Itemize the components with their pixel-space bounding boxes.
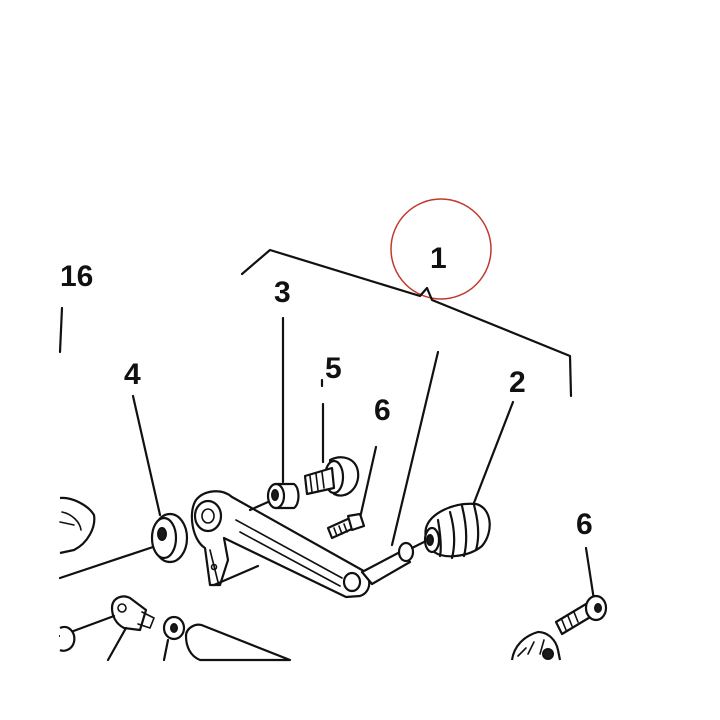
partial-housing-right: [510, 630, 562, 661]
callout-3: 3: [274, 276, 291, 309]
callout-5: 5: [325, 352, 342, 385]
assembly-bracket: [240, 248, 573, 398]
highlight-circle: [390, 198, 492, 300]
leader-lines: [58, 306, 596, 602]
shaft: [58, 540, 170, 580]
callout-1: 1: [430, 242, 447, 275]
callout-6-upper: 6: [374, 394, 391, 427]
callout-2: 2: [509, 366, 526, 399]
part-5-pivot-pin: [303, 456, 360, 497]
rod: [360, 536, 434, 586]
part-6-screw-upper: [326, 512, 366, 540]
callout-6-lower: 6: [576, 508, 593, 541]
part-16-body: [59, 496, 96, 555]
part-3-bushing: [248, 482, 300, 512]
part-2-boot: [423, 502, 491, 560]
part-4-washer: [150, 512, 189, 564]
lower-linkage-parts: [58, 595, 292, 662]
callout-16: 16: [60, 260, 93, 293]
part-1-lever-arm: [190, 490, 371, 599]
part-6-screw-lower: [554, 594, 608, 636]
callout-4: 4: [124, 358, 141, 391]
